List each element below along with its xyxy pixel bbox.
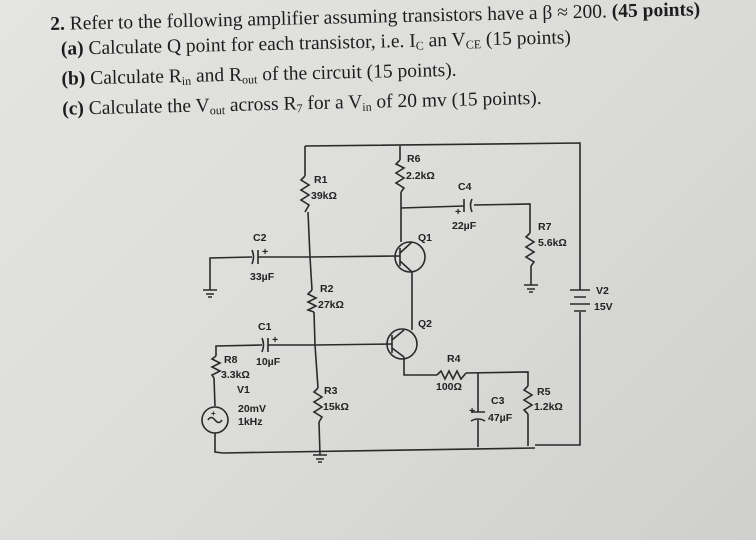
R4-value: 100Ω: [436, 381, 462, 393]
ground-icon: [524, 284, 538, 293]
capacitor-C4: [463, 198, 473, 213]
resistor-R5: [522, 385, 534, 415]
C3-name: C3: [491, 395, 505, 407]
Q1-name: Q1: [418, 232, 432, 244]
C1-name: C1: [258, 321, 272, 333]
R6-name: R6: [407, 153, 421, 165]
ground-icon: [313, 454, 327, 463]
transistor-Q1: [394, 241, 426, 273]
C4-value: 22µF: [452, 220, 477, 232]
C1-value: 10µF: [256, 356, 281, 368]
V1-frequency: 1kHz: [238, 416, 263, 428]
V1-name: V1: [237, 384, 250, 396]
C2-plus: +: [262, 246, 268, 258]
V2-value: 15V: [594, 301, 613, 313]
V1-amplitude: 20mV: [238, 403, 266, 415]
capacitor-C3: [470, 411, 486, 422]
R4-name: R4: [447, 353, 461, 365]
capacitor-C1: [261, 337, 269, 353]
C3-value: 47µF: [488, 412, 513, 424]
resistor-R7: [524, 232, 536, 267]
R3-value: 15kΩ: [323, 401, 349, 413]
resistor-R2: [305, 289, 318, 313]
R1-value: 39kΩ: [311, 190, 337, 202]
resistor-R1: [299, 175, 311, 213]
resistor-R4: [436, 369, 467, 381]
C2-name: C2: [253, 232, 267, 244]
C2-value: 33µF: [250, 271, 275, 283]
wires: [209, 142, 581, 456]
ac-source-V1: [201, 406, 229, 434]
C4-plus: +: [455, 206, 461, 218]
R8-value: 3.3kΩ: [221, 369, 250, 381]
R5-value: 1.2kΩ: [534, 401, 563, 413]
R3-name: R3: [324, 385, 338, 397]
R2-name: R2: [320, 283, 334, 295]
resistor-R6: [394, 159, 406, 193]
V1-plus: +: [211, 409, 216, 418]
C4-name: C4: [458, 181, 472, 193]
transistor-Q2: [386, 328, 418, 360]
battery-V2: [570, 289, 590, 312]
R2-value: 27kΩ: [318, 299, 344, 311]
V2-name: V2: [596, 285, 609, 297]
R7-name: R7: [538, 221, 552, 233]
C3-plus: +: [469, 405, 475, 417]
R6-value: 2.2kΩ: [406, 170, 435, 182]
R7-value: 5.6kΩ: [538, 237, 567, 249]
C1-plus: +: [272, 334, 278, 346]
R8-name: R8: [224, 354, 238, 366]
capacitor-C2: [251, 249, 259, 265]
R5-name: R5: [537, 386, 551, 398]
R1-name: R1: [314, 174, 328, 186]
resistor-R8: [210, 355, 222, 379]
resistor-R3: [312, 387, 324, 423]
ground-icon: [203, 289, 217, 298]
Q2-name: Q2: [418, 318, 432, 330]
